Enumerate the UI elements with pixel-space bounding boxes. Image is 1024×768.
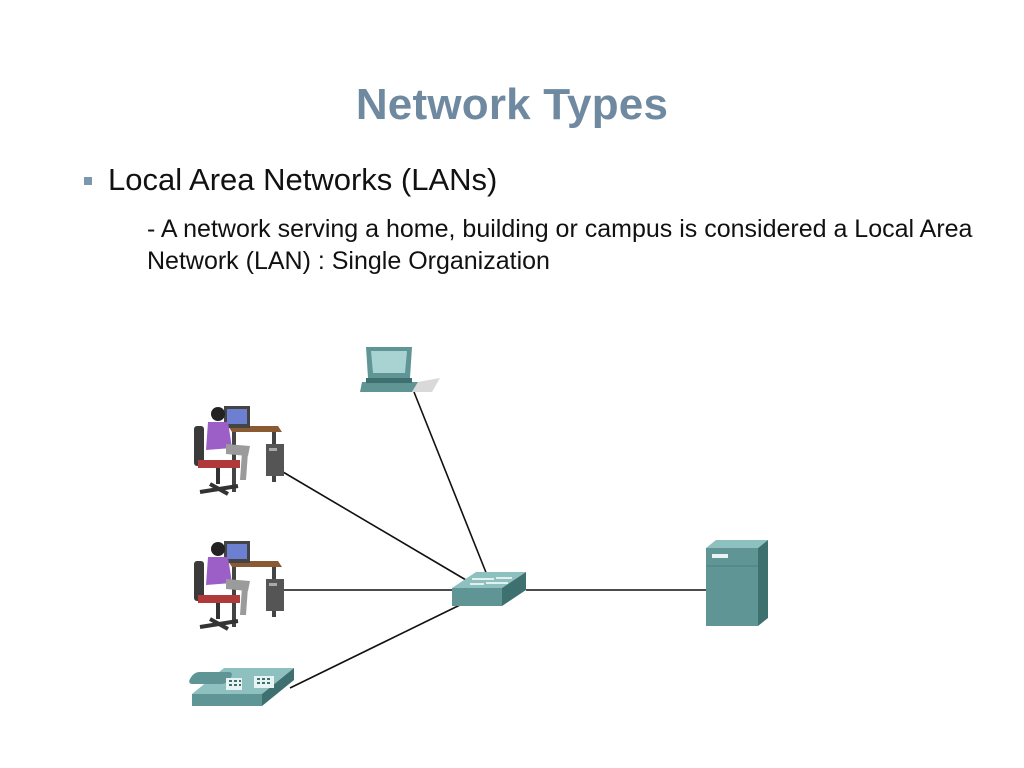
link-phone-switch <box>289 603 463 689</box>
workstation-user-icon <box>194 541 284 631</box>
workstation-user-icon <box>194 406 284 496</box>
server-icon <box>706 540 768 626</box>
switch-icon <box>452 572 526 606</box>
network-links <box>282 391 706 689</box>
ip-phone-icon <box>189 668 294 706</box>
lan-description: - A network serving a home, building or … <box>147 215 973 275</box>
bullet-text: Local Area Networks (LANs) <box>108 162 498 197</box>
square-bullet-icon <box>84 177 92 185</box>
link-user1-switch <box>282 471 467 581</box>
laptop-icon <box>360 347 440 392</box>
bullet-item: Local Area Networks (LANs) <box>84 162 497 198</box>
link-laptop-switch <box>413 391 488 576</box>
slide-title: Network Types <box>355 80 669 129</box>
